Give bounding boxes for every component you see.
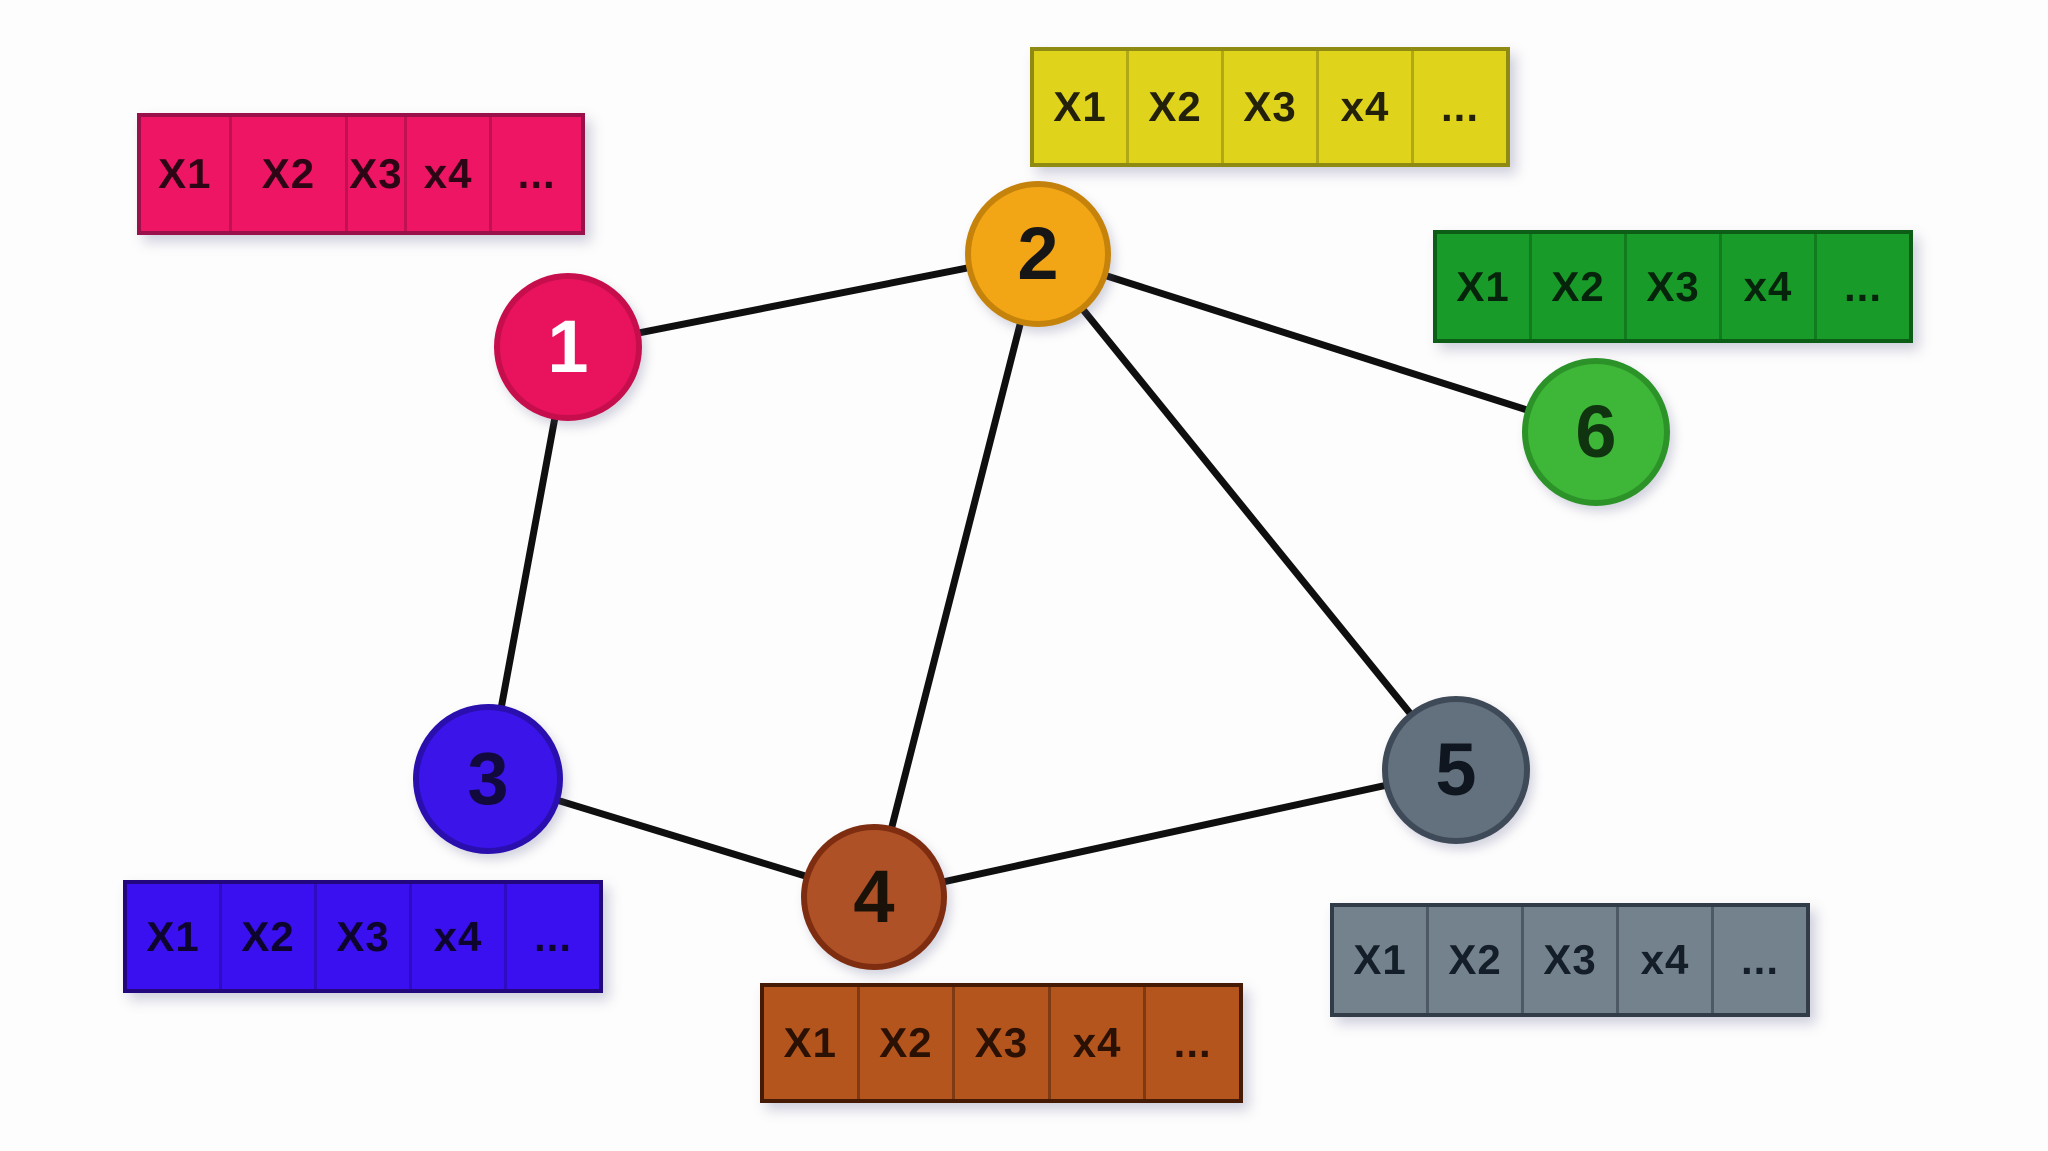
feature-table-node-2-cell-4: x4: [1319, 51, 1414, 163]
edge-1-2: [564, 250, 1042, 351]
feature-label: X1: [146, 912, 200, 960]
feature-label: ...: [533, 912, 572, 960]
feature-label: X3: [974, 1019, 1029, 1066]
feature-label: X2: [1148, 83, 1202, 130]
feature-table-node-1-cell-2: X2: [232, 117, 349, 231]
feature-label: X1: [1353, 936, 1407, 983]
edge-2-4: [870, 250, 1042, 901]
feature-table-node-5-cell-4: x4: [1619, 907, 1714, 1013]
feature-label: ...: [1740, 936, 1779, 983]
feature-table-node-6-cell-4: x4: [1722, 234, 1817, 339]
feature-table-node-1-cell-4: x4: [407, 117, 493, 231]
feature-table-node-6-cell-2: X2: [1532, 234, 1627, 339]
feature-label: X2: [261, 150, 316, 197]
feature-table-node-5-cell-5: ...: [1714, 907, 1806, 1013]
feature-table-node-2-cell-5: ...: [1414, 51, 1506, 163]
feature-table-node-5: X1 X2 X3 x4...: [1330, 903, 1810, 1017]
feature-table-node-5-cell-3: X3: [1524, 907, 1619, 1013]
feature-label: x4: [1072, 1019, 1122, 1066]
feature-label: X2: [241, 912, 295, 960]
feature-table-node-5-cell-2: X2: [1429, 907, 1524, 1013]
node-1-label: 1: [547, 305, 589, 388]
node-2-label: 2: [1017, 212, 1059, 295]
feature-label: X3: [349, 150, 403, 197]
feature-table-node-1-cell-5: ...: [492, 117, 581, 231]
node-3: 3: [413, 704, 563, 854]
node-4-label: 4: [853, 855, 895, 938]
edge-2-5: [1034, 250, 1460, 774]
feature-label: X3: [1243, 83, 1297, 130]
edge-4-5: [870, 766, 1460, 901]
feature-table-node-6: X1 X2 X3 x4...: [1433, 230, 1913, 343]
feature-label: X1: [783, 1019, 837, 1066]
feature-table-node-6-cell-1: X1: [1437, 234, 1532, 339]
feature-table-node-4-cell-3: X3: [955, 987, 1051, 1099]
feature-table-node-2-cell-3: X3: [1224, 51, 1319, 163]
feature-table-node-6-cell-5: ...: [1817, 234, 1909, 339]
feature-table-node-3-cell-4: x4: [412, 884, 507, 989]
feature-label: ...: [1173, 1019, 1212, 1066]
feature-label: X3: [336, 912, 390, 960]
node-2: 2: [965, 181, 1111, 327]
feature-table-node-3-cell-5: ...: [507, 884, 599, 989]
feature-table-node-1: X1 X2 X3 x4...: [137, 113, 585, 235]
feature-label: ...: [1843, 262, 1882, 310]
feature-label: X3: [1543, 936, 1597, 983]
edge-2-6: [1034, 250, 1600, 436]
node-6-label: 6: [1575, 390, 1617, 473]
feature-table-node-4: X1 X2 X3 x4...: [760, 983, 1243, 1103]
feature-table-node-3-cell-3: X3: [317, 884, 412, 989]
node-5-label: 5: [1435, 728, 1477, 811]
feature-table-node-3-cell-1: X1: [127, 884, 222, 989]
feature-label: ...: [517, 150, 556, 197]
feature-label: X3: [1646, 262, 1700, 310]
feature-label: X2: [879, 1019, 933, 1066]
feature-label: x4: [1640, 936, 1690, 983]
feature-table-node-4-cell-4: x4: [1051, 987, 1147, 1099]
feature-table-node-4-cell-5: ...: [1146, 987, 1239, 1099]
feature-table-node-3-cell-2: X2: [222, 884, 317, 989]
feature-table-node-3: X1 X2 X3 x4...: [123, 880, 603, 993]
feature-table-node-2: X1 X2 X3 x4...: [1030, 47, 1510, 167]
node-6: 6: [1522, 358, 1670, 506]
feature-label: X2: [1551, 262, 1605, 310]
feature-label: X1: [1053, 83, 1107, 130]
feature-table-node-4-cell-2: X2: [860, 987, 956, 1099]
feature-table-node-1-cell-3: X3: [348, 117, 407, 231]
feature-table-node-5-cell-1: X1: [1334, 907, 1429, 1013]
feature-label: ...: [1440, 83, 1479, 130]
node-1: 1: [494, 273, 642, 421]
node-5: 5: [1382, 696, 1530, 844]
feature-table-node-1-cell-1: X1: [141, 117, 232, 231]
node-3-label: 3: [467, 737, 509, 820]
feature-table-node-2-cell-2: X2: [1129, 51, 1224, 163]
feature-label: x4: [433, 912, 483, 960]
feature-table-node-2-cell-1: X1: [1034, 51, 1129, 163]
feature-table-node-4-cell-1: X1: [764, 987, 860, 1099]
feature-label: X2: [1448, 936, 1502, 983]
feature-label: X1: [158, 150, 212, 197]
feature-label: x4: [1743, 262, 1793, 310]
node-4: 4: [801, 824, 947, 970]
feature-table-node-6-cell-3: X3: [1627, 234, 1722, 339]
feature-label: x4: [423, 150, 473, 197]
feature-label: x4: [1340, 83, 1390, 130]
feature-label: X1: [1456, 262, 1510, 310]
